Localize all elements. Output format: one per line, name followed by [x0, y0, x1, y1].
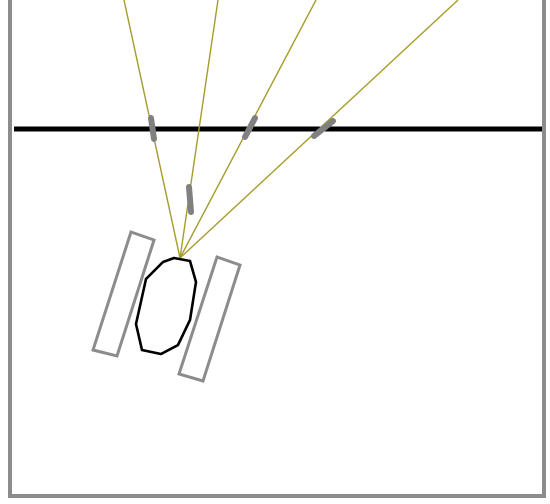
hit-marker-2	[189, 187, 191, 212]
hit-marker-1	[151, 118, 154, 139]
robot	[93, 232, 240, 381]
hit-markers	[151, 118, 333, 212]
